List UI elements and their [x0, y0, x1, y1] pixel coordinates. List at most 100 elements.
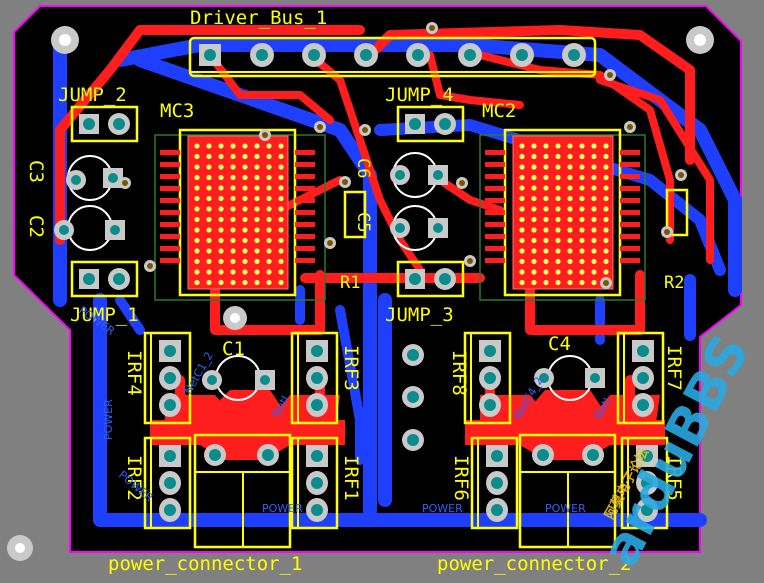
thermal-via — [567, 174, 573, 181]
thermal-via — [194, 206, 200, 212]
thermal-via — [278, 143, 284, 149]
label-r2: R2 — [664, 273, 684, 293]
thermal-via — [242, 206, 248, 212]
thermal-via — [579, 153, 585, 160]
capacitor-c4[interactable] — [534, 355, 605, 401]
thermal-via — [555, 258, 561, 265]
resistor-r2[interactable] — [665, 188, 689, 237]
thermal-via — [567, 248, 573, 254]
thermal-via — [531, 237, 537, 244]
ic-mc2[interactable] — [479, 128, 646, 301]
thermal-via — [591, 153, 597, 160]
capacitor-c2[interactable] — [54, 205, 125, 251]
thermal-via — [531, 269, 537, 275]
thermal-via — [194, 164, 200, 170]
net-label-power-4: POWER — [262, 502, 303, 515]
label-c3: C3 — [25, 160, 47, 183]
thermal-via — [543, 206, 549, 212]
jumper-3[interactable] — [396, 260, 465, 298]
mosfet-footprint[interactable] — [463, 331, 512, 425]
thermal-via — [266, 216, 272, 223]
bus-pin — [308, 49, 320, 61]
thermal-via — [218, 206, 224, 212]
thermal-via — [603, 195, 609, 202]
thermal-via — [567, 227, 573, 233]
mosfet-footprint[interactable] — [616, 331, 665, 425]
thermal-via — [242, 237, 248, 244]
thermal-via — [278, 248, 284, 254]
thermal-via — [218, 153, 224, 160]
thermal-via — [194, 258, 200, 265]
power-connector-2-footprint[interactable] — [518, 433, 617, 549]
thermal-via — [254, 143, 260, 149]
label-driver-bus: Driver_Bus_1 — [190, 7, 327, 29]
jumper-4[interactable] — [396, 105, 465, 143]
mosfet-footprint[interactable] — [470, 436, 519, 530]
thermal-via — [206, 216, 212, 223]
thermal-via — [603, 143, 609, 149]
thermal-via — [591, 269, 597, 275]
thermal-via — [555, 143, 561, 149]
thermal-via — [206, 248, 212, 254]
label-irf4: IRF4 — [123, 350, 145, 396]
label-irf7: IRF7 — [663, 345, 685, 391]
mounting-holes — [7, 26, 714, 561]
thermal-via — [242, 227, 248, 233]
net-label-power-5: POWER — [422, 502, 463, 515]
mc2-pins-left — [485, 150, 505, 263]
thermal-via — [579, 248, 585, 254]
thermal-via — [242, 185, 248, 191]
driver-bus-header[interactable] — [188, 36, 597, 78]
resistor-r1[interactable] — [343, 190, 367, 239]
bus-pin — [204, 49, 216, 61]
label-irf1: IRF1 — [340, 455, 362, 501]
thermal-via — [543, 269, 549, 275]
thermal-via — [206, 206, 212, 212]
thermal-via — [591, 174, 597, 181]
label-power-connector-1: power_connector_1 — [108, 553, 302, 575]
mosfet-footprint[interactable] — [290, 436, 339, 530]
thermal-via — [567, 206, 573, 212]
thermal-via — [543, 258, 549, 265]
thermal-via — [579, 195, 585, 202]
thermal-via — [603, 258, 609, 265]
capacitor-c1[interactable] — [202, 355, 275, 401]
thermal-via — [278, 237, 284, 244]
thermal-via — [555, 216, 561, 223]
thermal-via — [278, 216, 284, 223]
thermal-via — [519, 216, 525, 223]
thermal-via — [603, 237, 609, 244]
mosfet-footprint[interactable] — [143, 436, 192, 530]
thermal-via — [278, 185, 284, 191]
vias — [119, 22, 687, 289]
jumper-2[interactable] — [70, 105, 139, 143]
ic-mc3[interactable] — [154, 128, 326, 301]
thermal-via — [278, 164, 284, 170]
mosfet-footprint[interactable] — [143, 331, 192, 425]
power-connector-1-footprint[interactable] — [193, 433, 292, 549]
thermal-via — [194, 269, 200, 275]
capacitor-c6[interactable] — [390, 152, 448, 198]
thermal-via — [543, 185, 549, 191]
thermal-via — [567, 143, 573, 149]
thermal-via — [603, 164, 609, 170]
jumper-1[interactable] — [70, 260, 139, 298]
thermal-via — [531, 248, 537, 254]
thermal-via — [603, 206, 609, 212]
thermal-via — [543, 248, 549, 254]
thermal-via — [591, 216, 597, 223]
silkscreen-labels: Driver_Bus_1 JUMP_2 MC3 JUMP_4 MC2 JUMP_… — [25, 7, 685, 575]
thermal-via — [555, 206, 561, 212]
capacitor-c3[interactable] — [66, 155, 123, 201]
thermal-via — [206, 164, 212, 170]
mosfet-footprint[interactable] — [620, 436, 669, 530]
thermal-via — [567, 185, 573, 191]
label-jump-1: JUMP_1 — [70, 304, 139, 326]
thermal-via — [194, 174, 200, 181]
thermal-via — [519, 206, 525, 212]
label-c2: C2 — [25, 215, 47, 238]
mosfet-footprint[interactable] — [290, 331, 339, 425]
capacitor-c5[interactable] — [390, 205, 448, 251]
thermal-via — [218, 248, 224, 254]
